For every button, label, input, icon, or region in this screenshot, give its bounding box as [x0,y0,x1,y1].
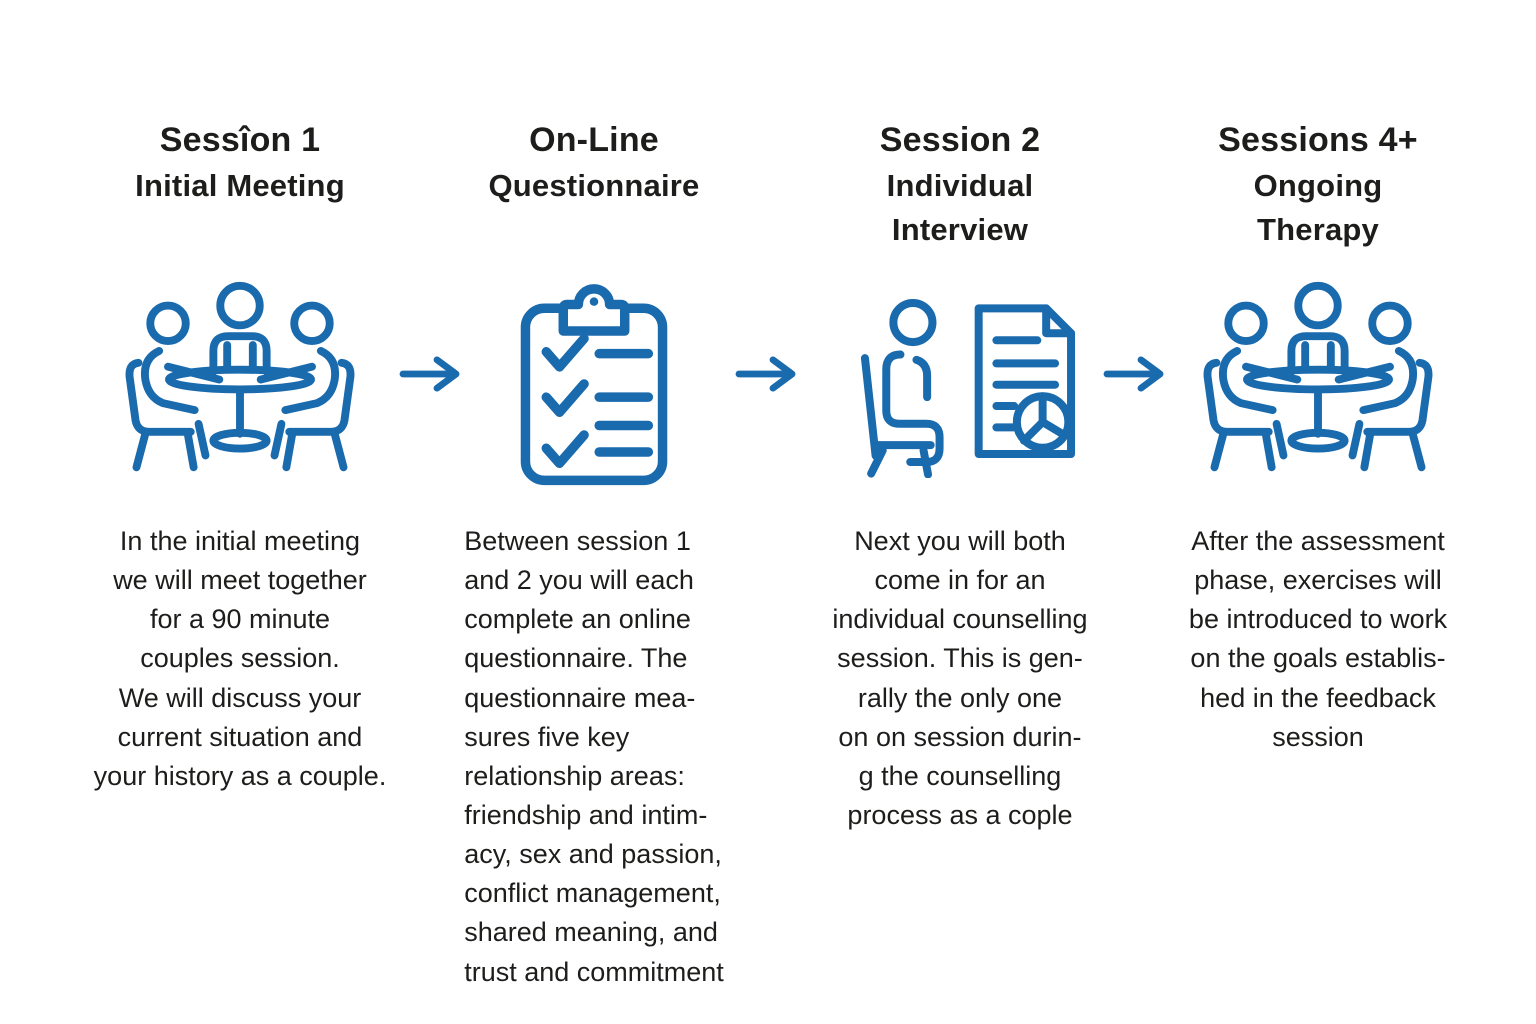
right-arrow-icon [734,349,802,399]
step-header: Session 2 Individual Interview [880,118,1041,251]
step-title: Sessîon 1 [159,121,321,159]
step-description-wrap: After the assessment phase, exercises wi… [1140,522,1496,757]
step-subtitle: Individual Interview [886,168,1034,247]
step-description: In the initial meeting we will meet toge… [93,526,387,791]
step-header: Sessîon 1 Initial Meeting [135,118,345,208]
step-description-wrap: In the initial meeting we will meet toge… [62,522,418,796]
step-online-questionnaire: On-Line Questionnaire Between session 1 … [416,0,772,1024]
ongoing-therapy-table-icon [1140,268,1496,496]
step-description: After the assessment phase, exercises wi… [1188,526,1448,752]
step-title: Sessions 4+ [1218,121,1418,159]
right-arrow-icon [398,349,466,399]
couples-meeting-table-icon [62,268,418,496]
step-subtitle: Questionnaire [488,168,700,204]
step-sessions-4plus: Sessions 4+ Ongoing Therapy After the as… [1140,0,1496,1024]
step-title: On-Line [529,121,659,159]
right-arrow-icon [1102,349,1170,399]
step-header: On-Line Questionnaire [488,118,699,208]
step-description: Next you will both come in for an indivi… [832,526,1088,830]
step-description: Between session 1 and 2 you will each co… [464,526,724,987]
step-description-wrap: Between session 1 and 2 you will each co… [416,522,772,992]
questionnaire-clipboard-icon [416,268,772,496]
step-subtitle: Ongoing Therapy [1253,168,1383,247]
step-session-2: Session 2 Individual Interview Next you … [782,0,1138,1024]
step-header: Sessions 4+ Ongoing Therapy [1218,118,1418,251]
individual-interview-report-icon [782,268,1138,496]
step-description-wrap: Next you will both come in for an indivi… [782,522,1138,835]
step-title: Session 2 [879,121,1041,159]
step-subtitle: Initial Meeting [135,168,345,204]
step-session-1: Sessîon 1 Initial Meeting In the initial… [62,0,418,1024]
